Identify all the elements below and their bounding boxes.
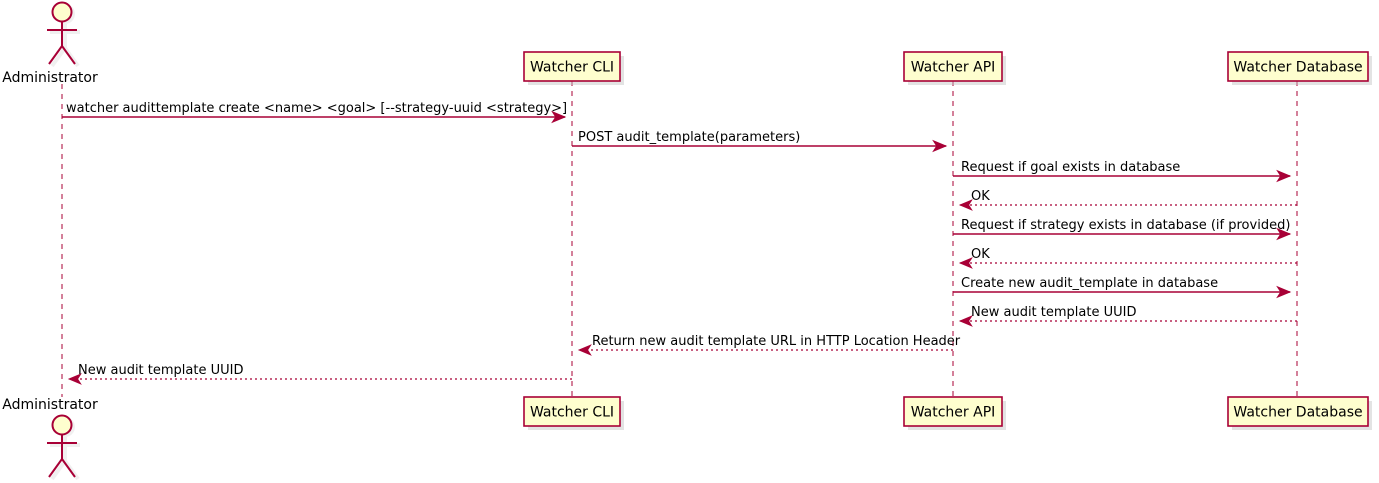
participant-label-watcher-cli-bottom: Watcher CLI [530,405,614,421]
participant-box-rect[interactable] [1227,396,1369,427]
participant-label-watcher-api-bottom: Watcher API [911,405,996,421]
actor-leg-left [48,45,63,65]
message-label: New audit template UUID [971,305,1136,320]
participant-box-rect[interactable] [523,396,621,427]
message-label: OK [971,189,990,204]
actor-administrator-bottom: Administrator [2,397,98,481]
participant-box-rect[interactable] [903,396,1003,427]
message-label: Request if goal exists in database [961,160,1180,175]
message-label: OK [971,247,990,262]
message-10-watcher-cli-to-administrator[interactable]: New audit template UUID [67,363,572,385]
message-label: New audit template UUID [78,363,243,378]
actor-leg-right [61,45,76,65]
actor-head-icon [51,1,73,23]
participant-label-watcher-db-top: Watcher Database [1233,60,1362,76]
participant-box-rect[interactable] [903,51,1003,82]
actor-leg-left [48,458,63,478]
message-6-watcher-db-to-watcher-api[interactable]: OK [958,247,1297,269]
message-8-watcher-db-to-watcher-api[interactable]: New audit template UUID [958,305,1297,327]
message-label: Request if strategy exists in database (… [961,218,1290,233]
participant-box-watcher-cli-top[interactable]: Watcher CLI [523,51,624,85]
participant-box-rect[interactable] [1227,51,1369,82]
participant-box-watcher-api-top[interactable]: Watcher API [903,51,1006,85]
message-9-watcher-api-to-watcher-cli[interactable]: Return new audit template URL in HTTP Lo… [577,334,961,356]
participant-box-watcher-api-bottom[interactable]: Watcher API [903,396,1006,430]
participant-label-watcher-db-bottom: Watcher Database [1233,405,1362,421]
message-label: POST audit_template(parameters) [578,130,800,145]
participant-box-rect[interactable] [523,51,621,82]
participant-box-watcher-db-bottom[interactable]: Watcher Database [1227,396,1372,430]
message-3-watcher-api-to-watcher-db[interactable]: Request if goal exists in database [953,160,1292,183]
actor-leg-right [61,458,76,478]
message-label: Return new audit template URL in HTTP Lo… [592,334,961,349]
message-1-administrator-to-watcher-cli[interactable]: watcher audittemplate create <name> <goa… [62,101,567,124]
actor-label-administrator-top: Administrator [2,70,98,86]
message-7-watcher-api-to-watcher-db[interactable]: Create new audit_template in database [953,276,1292,299]
actor-head-icon [51,414,73,436]
lifelines-group [61,81,1298,397]
message-2-watcher-cli-to-watcher-api[interactable]: POST audit_template(parameters) [572,130,948,153]
participant-box-watcher-db-top[interactable]: Watcher Database [1227,51,1372,85]
message-5-watcher-api-to-watcher-db[interactable]: Request if strategy exists in database (… [953,218,1292,241]
participant-label-watcher-api-top: Watcher API [911,60,996,76]
message-label: watcher audittemplate create <name> <goa… [66,101,567,116]
participant-label-watcher-cli-top: Watcher CLI [530,60,614,76]
message-4-watcher-db-to-watcher-api[interactable]: OK [958,189,1297,211]
participant-box-watcher-cli-bottom[interactable]: Watcher CLI [523,396,624,430]
message-label: Create new audit_template in database [961,276,1218,291]
actor-label-administrator-bottom: Administrator [2,397,98,413]
actor-administrator-top: Administrator [2,1,98,86]
